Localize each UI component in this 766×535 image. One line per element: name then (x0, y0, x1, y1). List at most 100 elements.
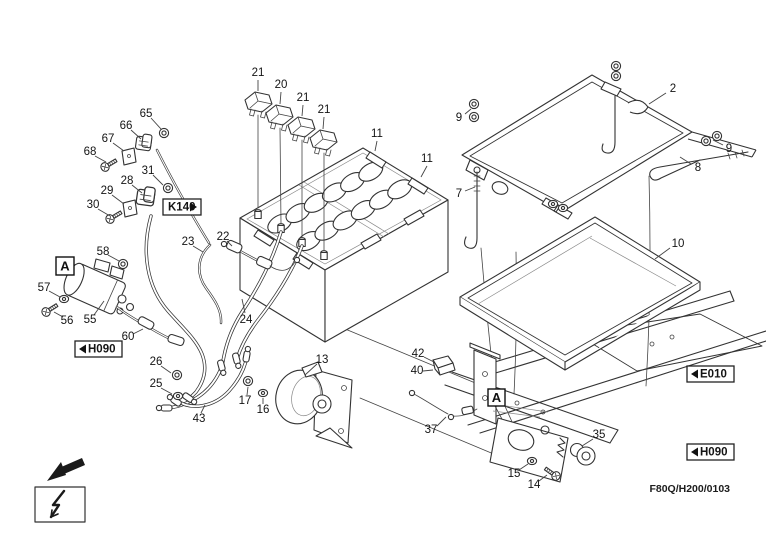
callout-leader (160, 387, 173, 395)
section-marker-label: A (60, 258, 70, 273)
callouts-layer: 2120212111119298710656667683128293058575… (38, 67, 733, 491)
footer-code: F80Q/H200/0103 (649, 483, 730, 495)
left-triangle-icon (691, 369, 698, 379)
section-marker-label: A (492, 390, 502, 405)
part-callout: 16 (257, 404, 270, 416)
support-frame-group (337, 175, 766, 461)
battery-group (239, 147, 449, 343)
left-triangle-icon (79, 344, 86, 354)
battery-tray (459, 216, 701, 371)
part-callout: 65 (140, 108, 153, 120)
part-callout: 29 (101, 185, 114, 197)
part-callout: 68 (84, 146, 97, 158)
section-marker-box (487, 388, 506, 407)
ref-box (162, 198, 202, 216)
motor-group (275, 361, 353, 449)
callout-leader (150, 117, 162, 130)
part-callout: 40 (411, 365, 424, 377)
callout-leader (160, 365, 172, 374)
connector-40-42 (432, 355, 456, 376)
callout-leader (132, 328, 144, 335)
part-callout: 11 (371, 128, 383, 140)
callout-leader (241, 298, 246, 314)
legend-box (34, 486, 86, 523)
part-callout: 20 (275, 79, 288, 91)
part-callout: 55 (84, 314, 97, 326)
part-callout: 17 (239, 395, 252, 407)
callout-leader (436, 416, 447, 427)
right-triangle-icon (190, 202, 197, 212)
part-callout: 7 (456, 188, 462, 200)
cover-leader-lines (257, 114, 325, 251)
part-callout: 21 (252, 67, 265, 79)
part-callout: 58 (97, 246, 110, 258)
part-callout: 35 (593, 429, 606, 441)
holddown-frame-group (461, 74, 757, 220)
callout-leader (518, 463, 529, 471)
j-bolt-8 (649, 149, 749, 181)
callout-leader (654, 247, 671, 260)
left-triangle-icon (691, 447, 698, 457)
part-callout: 43 (193, 413, 206, 425)
callout-leader (304, 363, 318, 376)
part-callout: 60 (122, 331, 135, 343)
part-callout: 24 (240, 314, 253, 326)
direction-arrow-icon (47, 458, 85, 481)
part-callout: 22 (217, 231, 230, 243)
section-marker-box (55, 256, 75, 276)
callout-leader (422, 369, 434, 372)
callout-leader (464, 108, 472, 115)
wire-37 (408, 389, 478, 421)
ref-box-label: K140 (168, 202, 196, 214)
callout-leader (679, 156, 692, 165)
lightning-bolt-icon (49, 489, 66, 519)
callout-leader (423, 356, 435, 363)
callout-leader (648, 92, 667, 105)
part-callout: 30 (87, 199, 100, 211)
part-callout: 10 (672, 238, 685, 250)
part-callout: 42 (412, 348, 425, 360)
part-callout: 31 (142, 165, 155, 177)
callout-leader (374, 140, 378, 152)
callout-leader (93, 300, 105, 316)
part-callout: 21 (318, 104, 331, 116)
callout-leader (226, 240, 233, 247)
part-callout: 37 (425, 424, 438, 436)
wire-60 (115, 305, 185, 347)
part-callout: 26 (150, 356, 163, 368)
part-callout: 9 (456, 112, 462, 124)
callout-leader (464, 186, 476, 192)
ref-box-label: H090 (88, 344, 116, 356)
battery-handles-11 (253, 151, 429, 270)
part-callout: 28 (121, 175, 134, 187)
callout-leader (107, 254, 120, 262)
callout-leader (301, 104, 304, 117)
callout-leader (279, 91, 282, 105)
ref-box-label: H090 (700, 447, 728, 459)
part-callout: 66 (120, 120, 133, 132)
callout-leader (112, 142, 125, 152)
part-callout: 2 (670, 83, 676, 95)
callout-leader (538, 474, 548, 482)
wire-22-link (220, 239, 301, 271)
part-callout: 11 (421, 153, 433, 165)
callout-leader (246, 386, 249, 396)
j-bolt-7 (463, 171, 481, 249)
part-callout: 23 (182, 236, 195, 248)
callout-leader (152, 174, 164, 186)
part-callout: 56 (61, 315, 74, 327)
callout-leader (581, 438, 594, 447)
callout-leader (200, 404, 206, 414)
j-bolt-middle (600, 60, 622, 154)
callout-leader (420, 165, 428, 178)
ref-box (74, 340, 123, 358)
part-callout: 8 (695, 162, 701, 174)
ref-box (686, 365, 735, 383)
callout-leader (53, 311, 64, 318)
callout-leader (111, 194, 125, 205)
callout-leader (97, 208, 111, 217)
plug-35 (556, 437, 596, 466)
ref-box-label: E010 (700, 369, 727, 381)
part-callout: 15 (508, 468, 521, 480)
